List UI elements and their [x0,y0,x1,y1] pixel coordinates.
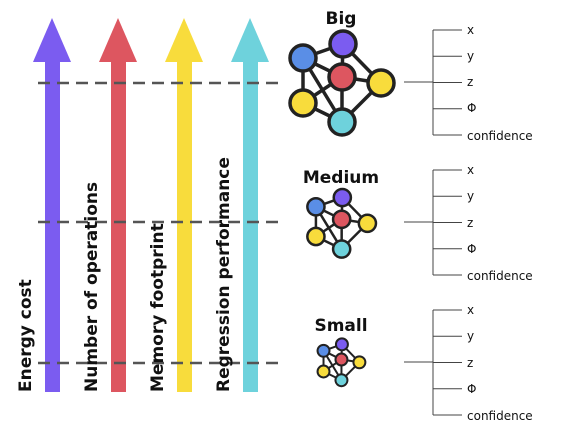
output-bracket-big [404,29,462,136]
arrow-shaft [177,62,192,392]
network-node-right [366,68,396,98]
output-label-phi: Φ [467,242,476,256]
model-title-big: Big [326,9,357,29]
arrow-label-memory-footprint: Memory footprint [148,223,168,392]
output-label-x: x [467,303,474,317]
network-node-left [288,43,318,73]
network-node-top [328,29,358,59]
model-title-small: Small [314,316,367,336]
output-bracket-medium [404,169,462,276]
outputs-small: x y z Φ confidence [467,303,533,423]
arrow-head [33,18,71,62]
network-node-top [332,187,353,208]
network-node-left [316,343,331,358]
network-node-center [331,209,352,230]
output-label-phi: Φ [467,382,476,396]
arrow-head [231,18,269,62]
output-label-z: z [467,356,473,370]
network-node-lower-left [306,226,326,247]
model-title-medium: Medium [303,168,379,188]
arrow-label-energy-cost: Energy cost [16,279,36,392]
arrow-head [165,18,203,62]
output-label-confidence: confidence [467,269,533,283]
output-bracket-small [404,309,462,416]
network-medium [306,187,378,259]
output-label-y: y [467,189,474,203]
output-label-confidence: confidence [467,129,533,143]
output-label-confidence: confidence [467,409,533,423]
arrow-regression-performance [231,18,269,392]
arrow-energy-cost [33,18,71,392]
network-node-right [352,355,367,370]
arrow-number-of-operations [99,18,137,392]
network-node-center [334,352,349,367]
network-big [288,29,396,137]
network-node-center [327,62,357,92]
network-node-lower-left [288,88,318,118]
network-node-bottom [327,107,357,137]
arrow-head [99,18,137,62]
network-node-bottom [334,373,349,388]
arrow-label-number-of-operations: Number of operations [82,182,102,392]
output-label-z: z [467,216,473,230]
network-node-left [306,196,326,217]
output-label-phi: Φ [467,101,476,115]
arrow-memory-footprint [165,18,203,392]
arrow-shaft [45,62,60,392]
network-node-bottom [331,239,352,259]
output-label-x: x [467,163,474,177]
output-label-z: z [467,75,473,89]
output-label-y: y [467,329,474,343]
network-small [316,337,367,388]
arrow-label-regression-performance: Regression performance [214,157,234,392]
output-label-x: x [467,23,474,37]
outputs-medium: x y z Φ confidence [467,163,533,283]
arrow-shaft [111,62,126,392]
outputs-big: x y z Φ confidence [467,23,533,143]
output-label-y: y [467,49,474,63]
network-node-right [357,213,378,234]
network-node-top [334,337,349,352]
network-node-lower-left [316,364,331,379]
level-lines [38,81,285,365]
arrow-shaft [243,62,258,392]
